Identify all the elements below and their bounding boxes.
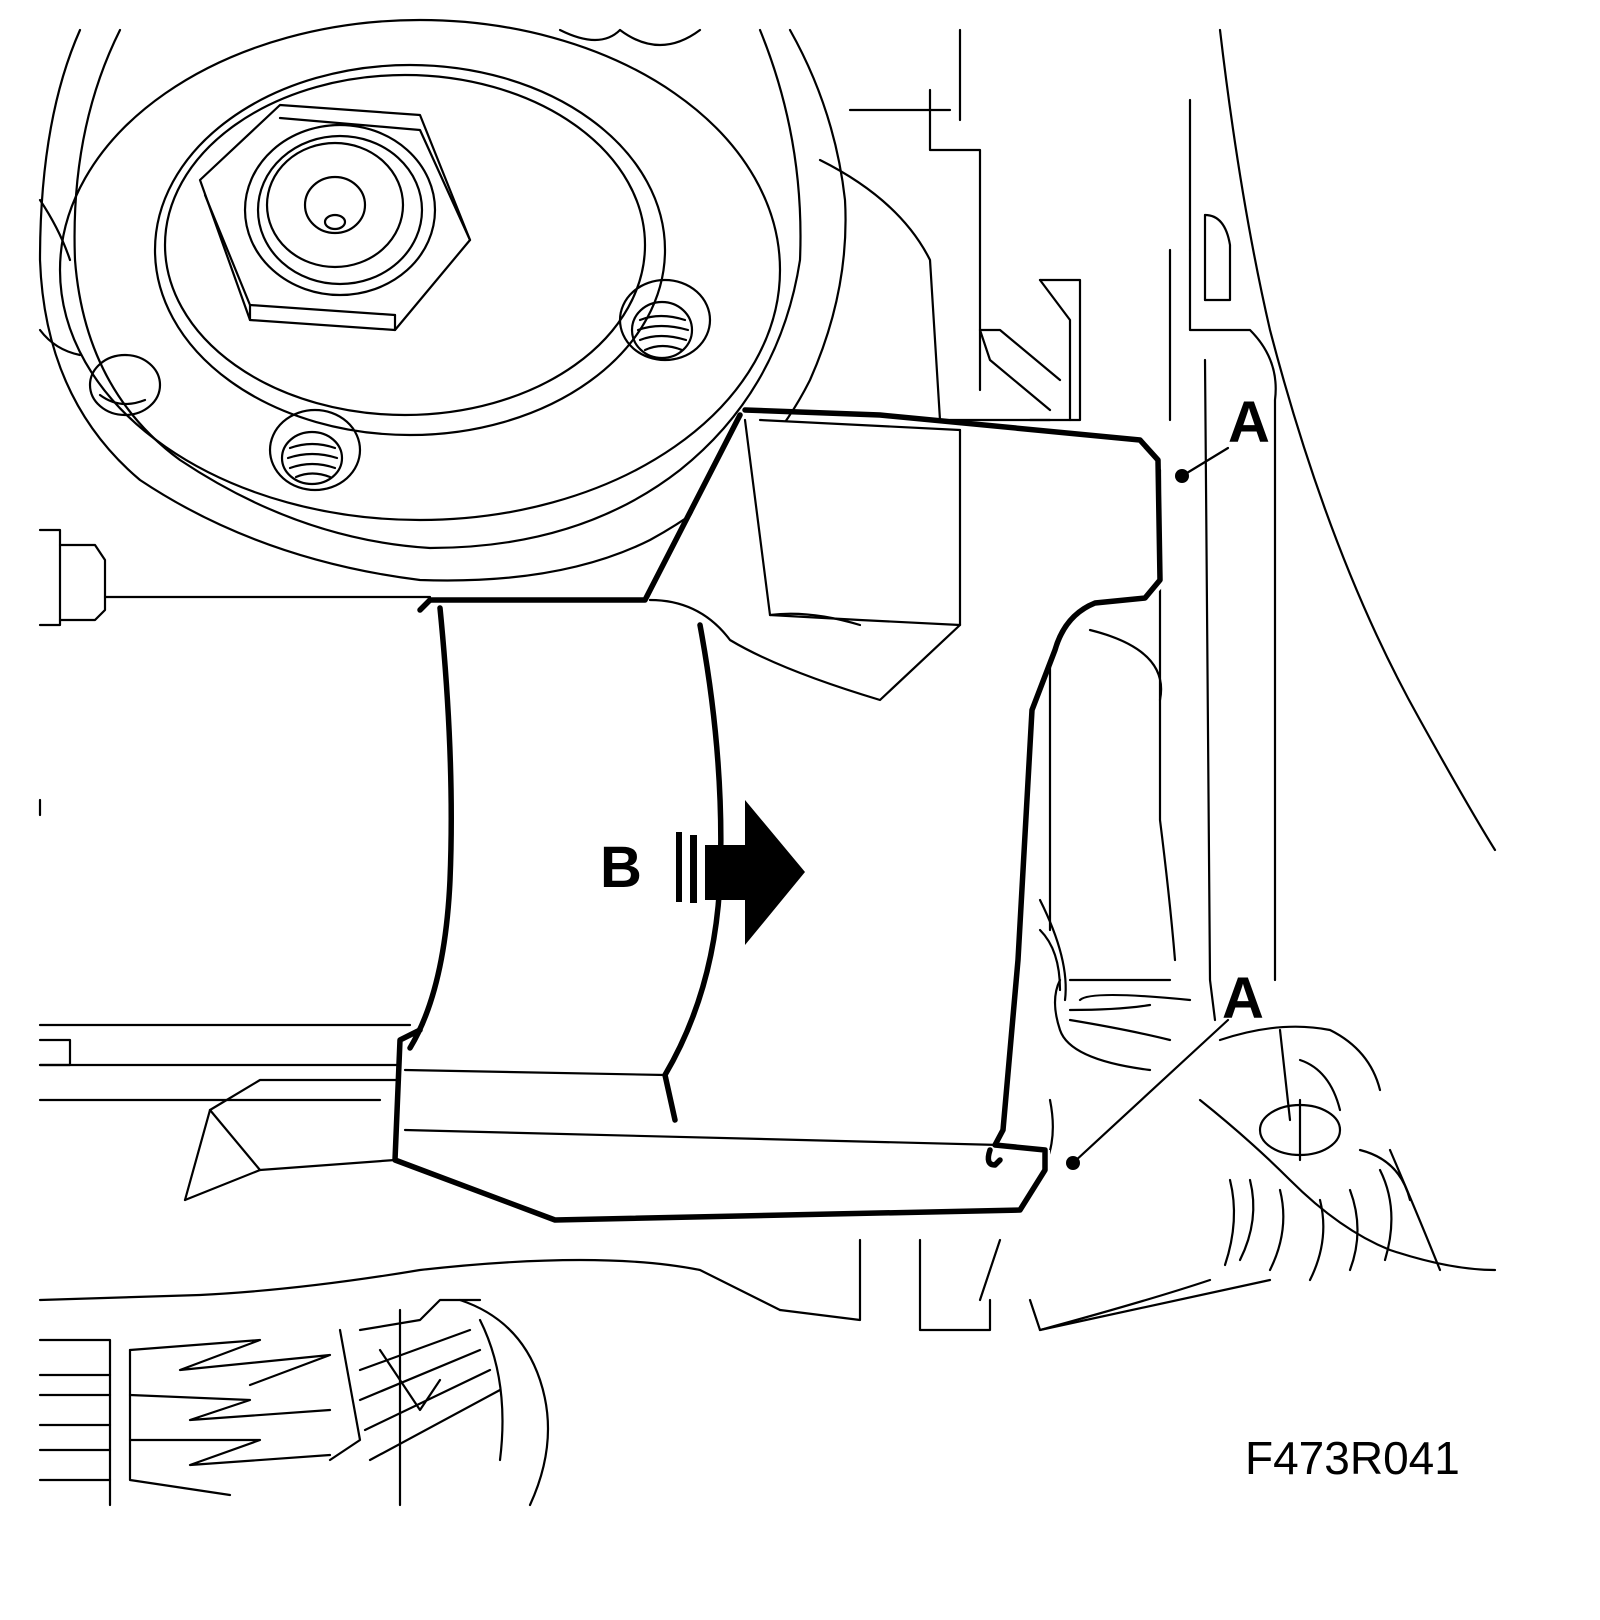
wedge-block [183,1078,402,1202]
callout-b: B [600,835,642,900]
hex-nut [198,103,472,332]
special-tool [392,407,1165,1223]
leader-a-lower [1066,1018,1230,1170]
ribbed-block [38,1298,550,1507]
inner-contours [1033,618,1192,1182]
threaded-hole-1 [618,278,712,362]
arrow-b [676,800,805,945]
threaded-hole-3 [88,353,162,417]
housing-outline [778,28,1497,1332]
left-rail [38,528,782,1312]
threaded-hole-2 [268,408,362,492]
callout-a-lower: A [1222,966,1264,1031]
callout-a-upper: A [1228,390,1270,455]
pulley-hub [38,18,847,582]
upper-bracket [818,28,1082,422]
figure-code: F473R041 [1245,1432,1460,1484]
leader-a-upper [1175,446,1230,483]
